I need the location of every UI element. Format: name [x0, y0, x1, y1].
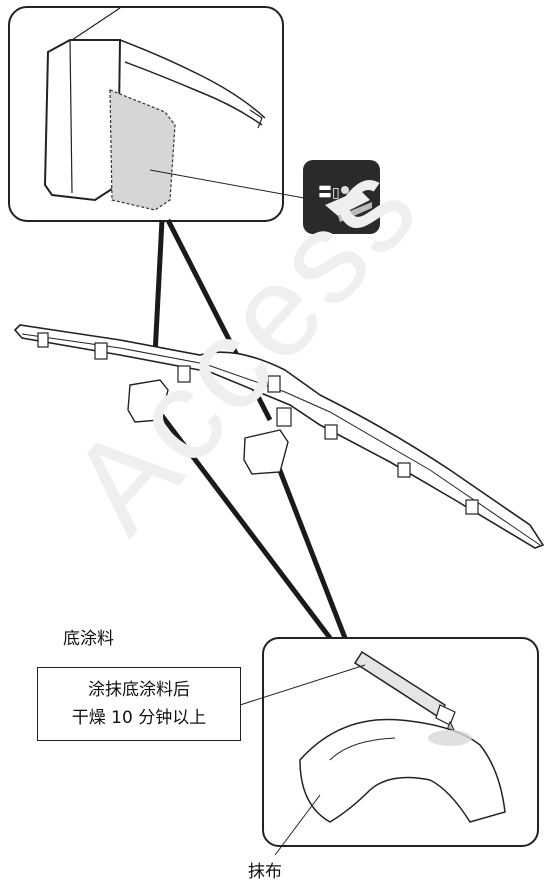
- top-detail-panel: [8, 6, 316, 222]
- molding-part: [13, 324, 545, 549]
- bottom-detail-panel: [239, 637, 539, 856]
- icon-caption: 〓▯: [318, 185, 340, 201]
- instruction-line-1: 涂抹底涂料后: [88, 680, 190, 700]
- cloth-label: 抹布: [248, 862, 282, 882]
- instruction-callout: 涂抹底涂料后 干燥 10 分钟以上: [37, 667, 241, 741]
- primer-label: 底涂料: [63, 629, 114, 649]
- apply-tape-icon: [303, 160, 380, 234]
- instruction-line-2: 干燥 10 分钟以上: [71, 708, 207, 728]
